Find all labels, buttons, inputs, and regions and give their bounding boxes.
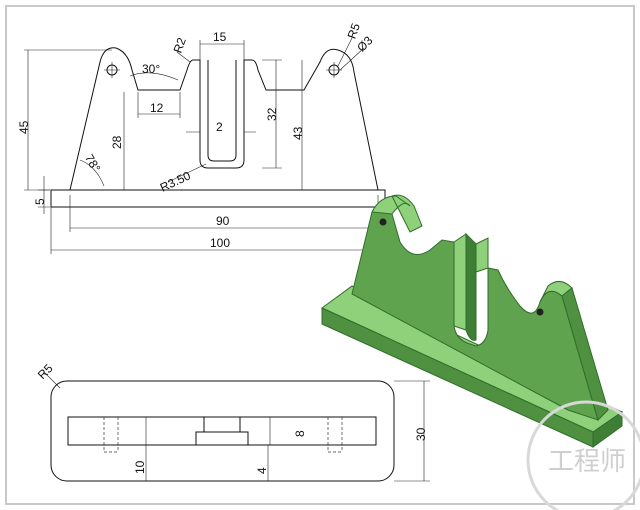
model-bracket-top: [371, 194, 423, 233]
watermark-seal: [526, 400, 640, 510]
drawing-frame: [5, 5, 635, 505]
plan-hidden-holes: [103, 417, 343, 453]
arc-78deg: [79, 159, 105, 187]
plan-slot-walls: [203, 417, 241, 432]
dim-12: 12: [150, 101, 164, 115]
dim-28: 28: [110, 135, 124, 149]
dim-line-5: [38, 176, 50, 214]
model-bracket-face: [351, 205, 599, 421]
model-slot-wall-left: [453, 233, 467, 331]
hole-centerlines: [104, 62, 342, 78]
dim-line-15: [199, 40, 245, 60]
model-bracket-side: [561, 287, 609, 421]
dim-43: 43: [291, 126, 305, 140]
dim-r350: R3.50: [158, 168, 193, 194]
dim-32: 32: [265, 107, 279, 121]
plan-bracket-outline: [67, 416, 377, 446]
front-view: 15 R2 R5 Ø3 30° 12 32 43 45 28 2 78° R3.…: [17, 21, 386, 254]
model-base-side: [592, 411, 623, 448]
dim-30: 30: [414, 427, 428, 441]
dim-4: 4: [255, 467, 269, 474]
dim-15: 15: [213, 30, 227, 44]
model-slot-inner: [465, 232, 477, 341]
isometric-model: [321, 194, 624, 448]
dim-2: 2: [216, 120, 223, 134]
dim-10: 10: [133, 460, 147, 474]
leader-r5-dia3: [337, 37, 365, 71]
dim-line-12: [137, 92, 181, 118]
slot-inner: [207, 60, 237, 162]
dim-r5-top: R5: [345, 21, 364, 41]
plan-slot: [195, 431, 249, 446]
dim-8: 8: [293, 430, 307, 437]
dim-45: 45: [17, 120, 31, 134]
dim-line-30: [394, 380, 430, 482]
dim-30deg: 30°: [142, 62, 160, 76]
dim-5: 5: [33, 198, 47, 205]
base-plate-outline: [50, 189, 386, 208]
model-hole-left: [379, 218, 387, 226]
model-slot-wall-right: [475, 237, 489, 273]
dim-100: 100: [210, 236, 230, 250]
leader-r2: [176, 51, 191, 63]
dim-line-32: [262, 59, 282, 169]
model-hole-right: [536, 308, 544, 316]
plan-view: R5 30 8 10 4: [35, 361, 430, 482]
dim-r2: R2: [171, 35, 190, 55]
dim-90: 90: [216, 214, 230, 228]
arc-30deg: [129, 72, 179, 81]
dim-r5-plan: R5: [35, 361, 56, 382]
leader-r350: [167, 163, 207, 183]
watermark-text: 工程师: [548, 447, 626, 477]
plan-outline: [50, 380, 395, 482]
dim-78deg: 78°: [82, 152, 103, 175]
leader-r5-plan: [43, 371, 61, 389]
bracket-outline: [69, 47, 379, 191]
